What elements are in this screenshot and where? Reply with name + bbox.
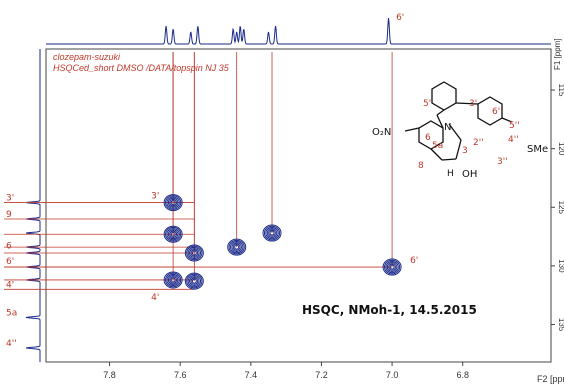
x-tick-label: 7.4 [245, 370, 258, 380]
y-tick-label: 130 [557, 259, 564, 273]
structure-label-6: 6 [425, 133, 431, 143]
y-tick-label: 125 [557, 201, 564, 215]
contour-peak [163, 225, 183, 243]
structure-label-3dprime: 3'' [497, 157, 508, 167]
structure-label-4dprime: 4'' [508, 135, 519, 145]
x-tick-label: 7.2 [315, 370, 328, 380]
x-tick-label: 7.8 [103, 370, 116, 380]
structure-label-h: H [447, 169, 454, 179]
y-tick-label: 135 [557, 318, 564, 332]
contour-peak [163, 271, 183, 289]
peak-assignment-label: 4' [151, 293, 159, 303]
x-tick-label: 6.8 [456, 370, 469, 380]
contour-peak [382, 258, 402, 276]
peak-labels: 3' 9 6 6' 4' 5a 4'' 3' 6' 4' [6, 192, 418, 349]
y-tick-label: 120 [557, 142, 564, 156]
contour-peak [163, 194, 183, 212]
left-1d-projection [25, 49, 41, 362]
left-projection-trace [25, 49, 41, 362]
structure-label-8: 8 [418, 161, 424, 171]
structure-label-oh: OH [462, 169, 477, 180]
x-tick-label: 7.0 [386, 370, 399, 380]
contour-peak [227, 238, 247, 256]
structure-label-o2n: O₂N [372, 127, 391, 138]
plot-frame [45, 48, 552, 363]
chemical-structure [404, 81, 513, 161]
structure-label-2dprime: 2'' [473, 138, 484, 148]
structure-label-n: N [444, 122, 451, 133]
left-assignment-label: 4'' [6, 339, 17, 349]
x-axis-label: F2 [ppm] [537, 374, 564, 384]
top-projection-trace [46, 18, 551, 45]
contour-peak [262, 224, 282, 242]
axis-ticks: 7.8 7.6 7.4 7.2 7.0 6.8 115 120 125 130 135 [103, 84, 564, 380]
contour-peaks [163, 194, 402, 290]
top-1d-projection: 6' [46, 13, 551, 45]
structure-label-3prime: 3' [469, 99, 477, 109]
left-assignment-label: 6' [6, 257, 14, 267]
left-assignment-label: 3' [6, 194, 14, 204]
structure-label-sme: SMe [527, 144, 548, 155]
left-assignment-label: 5a [6, 308, 17, 318]
structure-label-3: 3 [462, 146, 468, 156]
x-tick-label: 7.6 [174, 370, 187, 380]
structure-label-5a: 5a [432, 141, 443, 151]
contour-peak [184, 244, 204, 262]
peak-assignment-label: 3' [151, 192, 159, 202]
y-tick-label: 115 [557, 84, 564, 97]
structure-label-5dprime: 5'' [509, 121, 520, 131]
left-assignment-label: 4' [6, 280, 14, 290]
left-assignment-label: 6 [6, 242, 12, 252]
left-assignment-label: 9 [6, 210, 12, 220]
header-line-1: clozepam-suzuki [53, 52, 121, 62]
y-axis-label: F1 [ppm] [553, 38, 562, 70]
header-line-2: HSQCed_short DMSO /DATA/topspin NJ 35 [53, 63, 229, 73]
peak-assignment-label: 6' [410, 256, 418, 266]
experiment-label: HSQC, NMoh-1, 14.5.2015 [302, 303, 477, 317]
structure-label-5prime: 5' [423, 99, 431, 109]
top-projection-label: 6' [396, 13, 404, 23]
contour-peak [184, 272, 204, 290]
correlation-lines [4, 52, 393, 290]
structure-label-6dprime: 6'' [492, 107, 503, 117]
